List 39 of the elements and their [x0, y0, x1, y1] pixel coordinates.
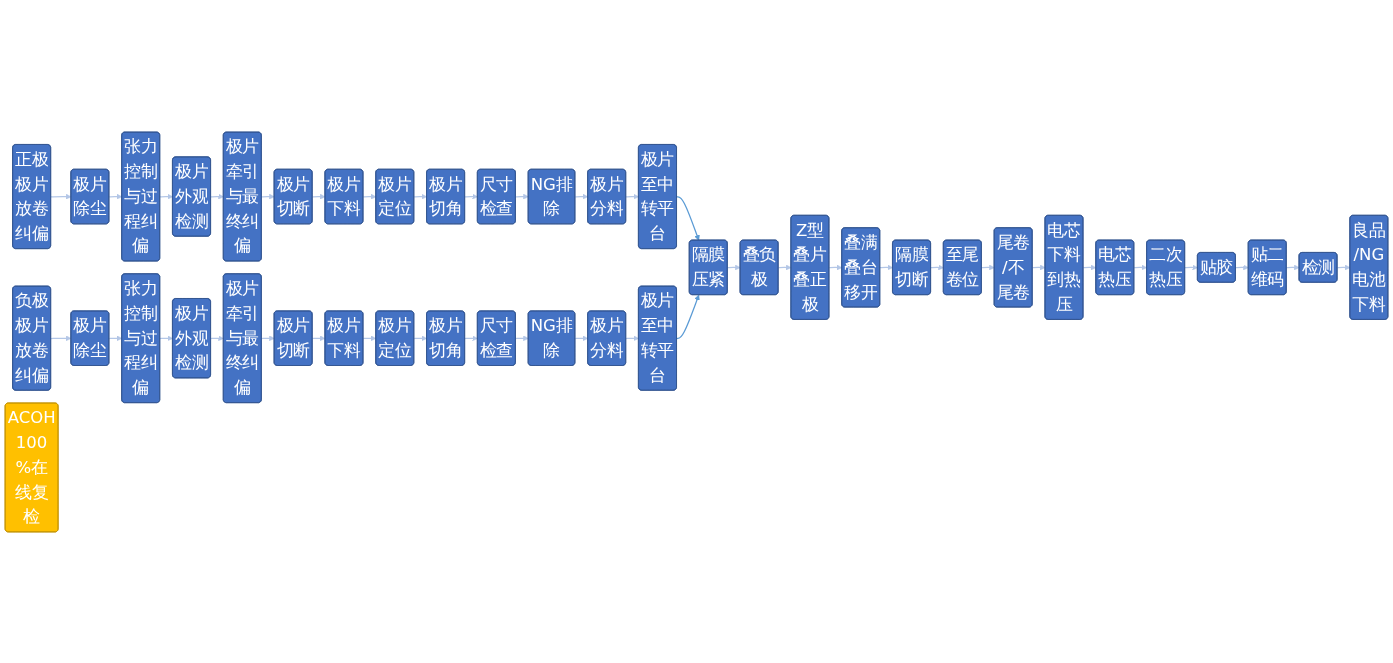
arrow: [515, 335, 529, 341]
arrow: [879, 264, 894, 270]
arrow: [50, 193, 72, 199]
arrow: [159, 335, 173, 341]
arrow: [828, 264, 843, 270]
arrow: [311, 335, 326, 341]
arrow: [108, 193, 123, 199]
arrow: [727, 264, 741, 270]
arrow: [625, 335, 639, 341]
arrow: [1031, 264, 1046, 270]
arrow: [1133, 264, 1148, 270]
arrow: [1336, 264, 1351, 270]
arrow: [261, 193, 275, 199]
arrow: [108, 335, 123, 341]
arrow: [625, 193, 639, 199]
arrow: [574, 335, 589, 341]
arrow: [1285, 264, 1300, 270]
arrow: [311, 193, 326, 199]
arrow: [777, 264, 792, 270]
arrow: [261, 335, 275, 341]
arrow: [676, 195, 700, 241]
arrow: [210, 193, 224, 199]
arrow: [981, 264, 995, 270]
arrow: [464, 335, 478, 341]
arrow: [1184, 264, 1198, 270]
arrow: [50, 335, 72, 341]
arrow: [464, 193, 478, 199]
arrow: [362, 193, 377, 199]
arrow: [930, 264, 944, 270]
arrow: [159, 193, 173, 199]
arrow: [1082, 264, 1097, 270]
arrow: [362, 335, 377, 341]
arrow: [210, 335, 224, 341]
arrow: [515, 193, 529, 199]
arrow: [413, 193, 428, 199]
arrow: [413, 335, 428, 341]
arrow: [1235, 264, 1249, 270]
arrow: [676, 294, 700, 339]
arrow: [574, 193, 589, 199]
